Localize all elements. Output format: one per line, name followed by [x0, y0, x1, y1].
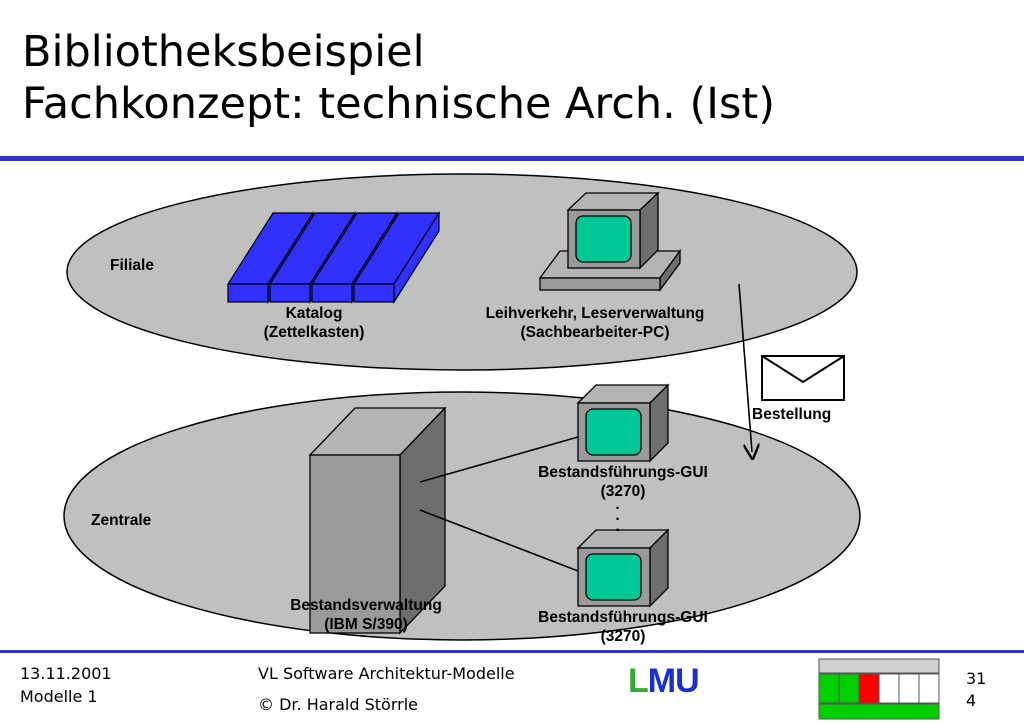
mainframe-label: Bestandsverwaltung (IBM S/390) [256, 596, 476, 634]
bestellung-label: Bestellung [752, 406, 832, 423]
zentrale-label: Zentrale [91, 512, 152, 529]
terminal-1-label: Bestandsführungs-GUI (3270) [508, 463, 738, 501]
envelope-icon [761, 355, 845, 401]
progress-cell [858, 673, 880, 704]
terminal-2-icon [576, 528, 670, 608]
footer-date: 13.11.2001 [20, 664, 112, 683]
terminal-2-label-line-2: (3270) [600, 628, 646, 645]
mainframe-label-line-2: (IBM S/390) [324, 616, 408, 633]
title-line-2: Fachkonzept: technische Arch. (Ist) [22, 79, 776, 129]
page-number: 31 [966, 669, 987, 688]
mainframe-label-line-1: Bestandsverwaltung [290, 597, 442, 614]
lmu-logo-l: L [628, 662, 649, 700]
footer-course: VL Software Architektur-Modelle [258, 664, 515, 683]
progress-cell [918, 673, 940, 704]
katalog-label-line-2: (Zettelkasten) [263, 324, 365, 341]
mainframe-icon [308, 406, 447, 635]
terminal-ellipsis: · · · [615, 500, 621, 539]
terminal-1-icon [576, 383, 670, 463]
progress-cell [898, 673, 920, 704]
lmu-logo: LMU [628, 661, 700, 701]
pc-icon [538, 191, 682, 292]
slide-title: Bibliotheksbeispiel Fachkonzept: technis… [22, 26, 775, 130]
connection-host-terminal-1 [419, 436, 579, 483]
progress-cell [838, 673, 860, 704]
progress-indicator [818, 658, 940, 720]
lmu-logo-mu: MU [647, 662, 700, 700]
katalog-icon [226, 210, 441, 305]
pc-label-line-2: (Sachbearbeiter-PC) [520, 324, 670, 341]
title-divider [0, 156, 1024, 161]
footer-author: © Dr. Harald Störrle [258, 695, 418, 714]
connection-host-terminal-2 [419, 509, 579, 572]
page-sub-number: 4 [966, 691, 977, 710]
title-line-1: Bibliotheksbeispiel [22, 27, 425, 77]
progress-cell [818, 673, 840, 704]
terminal-1-label-line-2: (3270) [600, 483, 646, 500]
pc-label: Leihverkehr, Leserverwaltung (Sachbearbe… [450, 304, 740, 342]
footer-divider [0, 650, 1024, 653]
katalog-label: Katalog (Zettelkasten) [234, 304, 394, 342]
filiale-label: Filiale [110, 257, 154, 274]
terminal-1-label-line-1: Bestandsführungs-GUI [538, 464, 708, 481]
filiale-ellipse [66, 173, 858, 371]
bestellung-arrow [738, 283, 752, 452]
katalog-label-line-1: Katalog [285, 305, 343, 322]
footer-module: Modelle 1 [20, 687, 98, 706]
terminal-2-label: Bestandsführungs-GUI (3270) [508, 608, 738, 646]
progress-cell [878, 673, 900, 704]
pc-label-line-1: Leihverkehr, Leserverwaltung [485, 305, 705, 322]
terminal-2-label-line-1: Bestandsführungs-GUI [538, 609, 708, 626]
